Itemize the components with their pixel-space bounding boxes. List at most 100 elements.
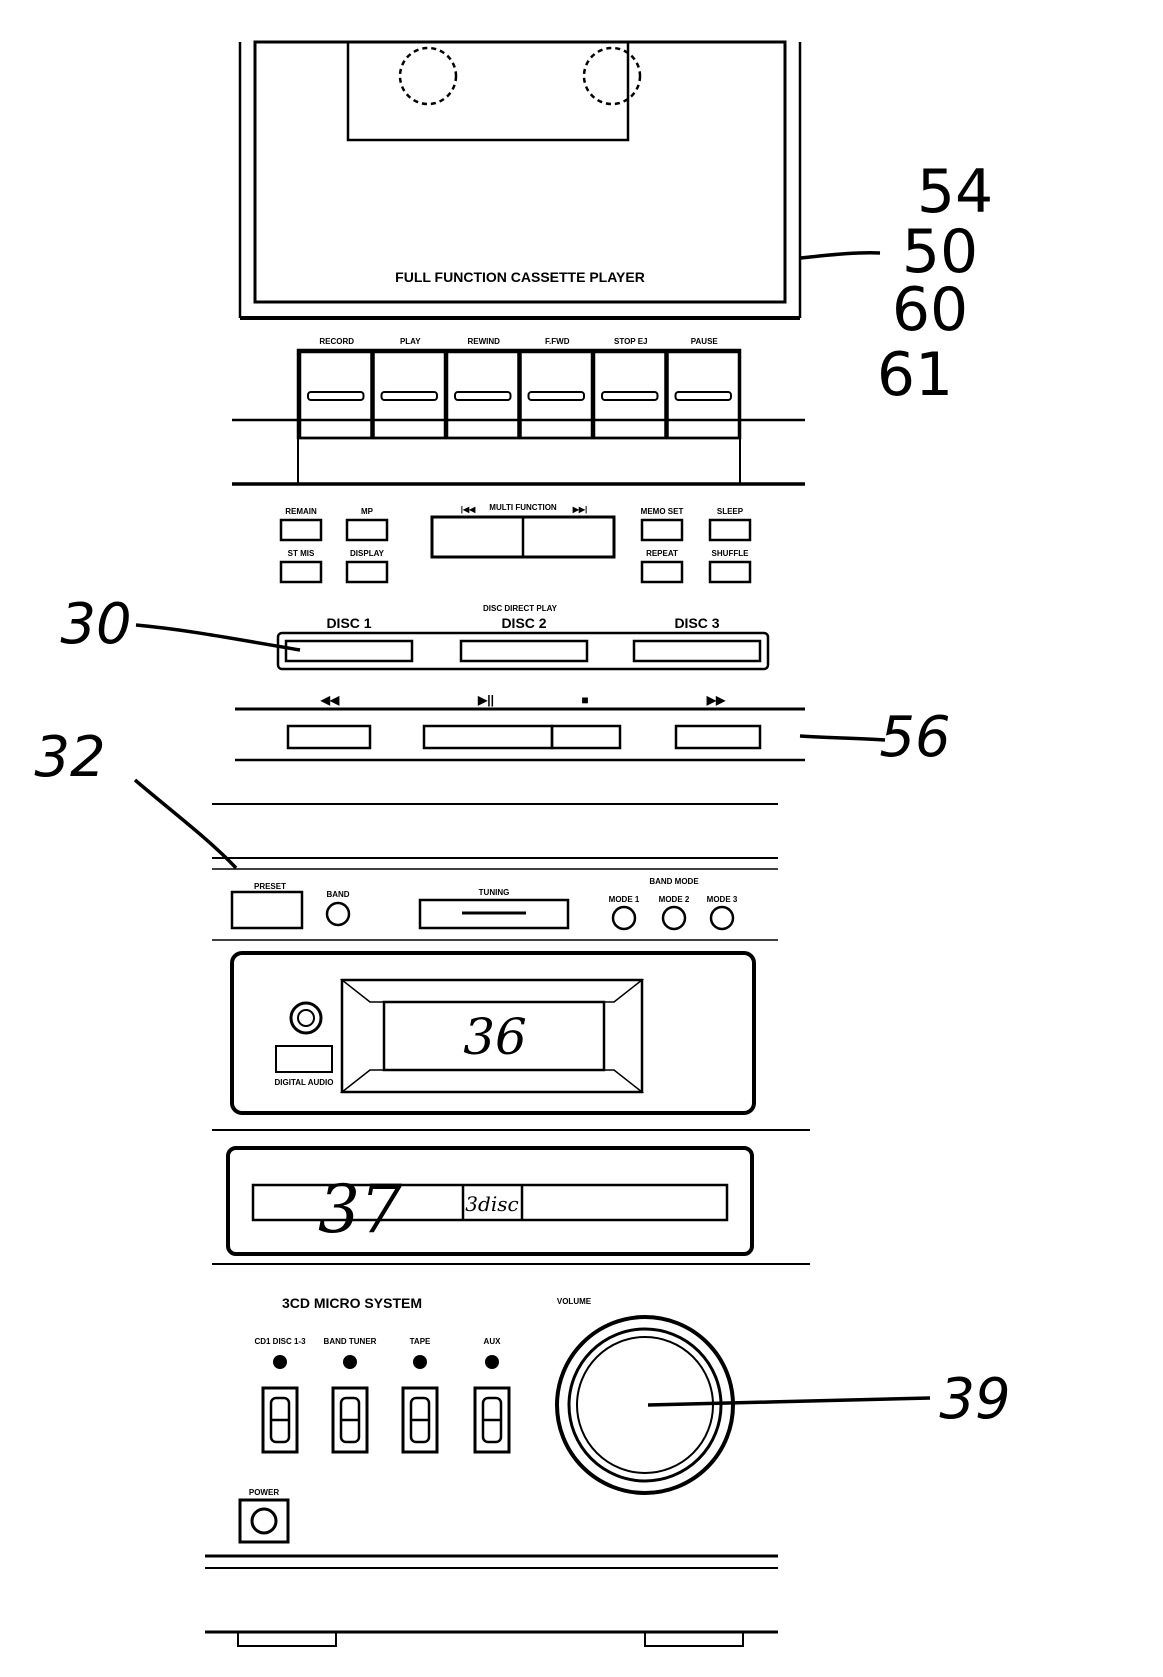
cassette-key-stop-ej[interactable]: [592, 350, 667, 440]
sleep-label: SLEEP: [717, 507, 744, 516]
remain-label: REMAIN: [285, 507, 317, 516]
rewind-icon: ◀◀: [320, 693, 340, 707]
cd-window-bevel-top: [339, 979, 645, 1003]
cd-logo-icon: [275, 1045, 333, 1073]
ref-54: 54: [917, 157, 993, 227]
cd-logo-text: DIGITAL AUDIO: [275, 1078, 334, 1087]
sleep-button[interactable]: [708, 518, 752, 542]
cassette-key-grip: [454, 391, 512, 401]
cassette-key-f-fwd[interactable]: [519, 350, 594, 440]
disc-1-label: DISC 1: [326, 615, 371, 631]
cassette-window: [346, 40, 630, 142]
cassette-deck: [238, 40, 802, 320]
ref-56: 56: [879, 705, 950, 770]
selector-switch-band-tuner[interactable]: [331, 1386, 369, 1454]
mode-1-label: MODE 1: [609, 895, 640, 904]
selector-switch-aux[interactable]: [473, 1386, 511, 1454]
keys-base: [297, 437, 741, 485]
cd-panel-frame: [230, 951, 756, 1115]
mode-3-knob[interactable]: [709, 905, 735, 931]
fast-forward-button[interactable]: [674, 724, 762, 750]
repeat-button[interactable]: [640, 560, 684, 584]
tuning-label: TUNING: [479, 888, 510, 897]
cassette-key-label: PAUSE: [691, 337, 719, 346]
tuner-strip: [212, 803, 778, 941]
st-mis-label: ST MIS: [288, 549, 315, 558]
ref-30: 30: [60, 592, 131, 657]
lead-line-32: [133, 778, 238, 870]
tray-badge: 3disc: [465, 1192, 518, 1216]
memo-set-button[interactable]: [640, 518, 684, 542]
mp-button[interactable]: [345, 518, 389, 542]
preset-button[interactable]: [230, 890, 304, 930]
cassette-key-pause[interactable]: [666, 350, 741, 440]
cassette-key-grip: [380, 391, 438, 401]
cassette-key-label: STOP EJ: [614, 337, 648, 346]
lead-line-56: [799, 734, 886, 742]
shuffle-button[interactable]: [708, 560, 752, 584]
st-mis-button[interactable]: [279, 560, 323, 584]
mode-2-knob[interactable]: [661, 905, 687, 931]
cd-window-inner: [382, 1000, 606, 1072]
main-unit: [205, 1315, 778, 1647]
cassette-key-rewind[interactable]: [445, 350, 520, 440]
power-button[interactable]: [238, 1498, 290, 1544]
disc-direct-header: DISC DIRECT PLAY: [483, 604, 558, 613]
disc-direct-play: [276, 631, 770, 671]
tray-number: 37: [318, 1171, 402, 1248]
tuning-slot[interactable]: [418, 898, 570, 930]
remain-button[interactable]: [279, 518, 323, 542]
rewind-button[interactable]: [286, 724, 372, 750]
cassette-key-label: REWIND: [468, 337, 501, 346]
display-label: DISPLAY: [350, 549, 385, 558]
multi-function-right-glyph: ▶▶|: [572, 505, 588, 514]
cassette-title: FULL FUNCTION CASSETTE PLAYER: [395, 269, 645, 285]
tray-slot[interactable]: [251, 1183, 729, 1222]
memo-set-label: MEMO SET: [641, 507, 684, 516]
power-button-dot: [250, 1507, 278, 1535]
stop-button[interactable]: [550, 724, 622, 750]
main-unit-title: 3CD MICRO SYSTEM: [282, 1295, 422, 1311]
stop-icon: ■: [581, 693, 588, 707]
mode-3-label: MODE 3: [707, 895, 738, 904]
fast-forward-icon: ▶▶: [706, 693, 726, 707]
disc-tray: [212, 1129, 810, 1265]
play-pause-button[interactable]: [422, 724, 554, 750]
disc-2-button[interactable]: [459, 639, 589, 663]
disc-1-button[interactable]: [284, 639, 414, 663]
display-button[interactable]: [345, 560, 389, 584]
left-foot: [237, 1631, 337, 1647]
cassette-door[interactable]: [253, 40, 787, 304]
control-panel: [430, 515, 616, 559]
lead-line-30: [135, 623, 301, 652]
preset-label: PRESET: [254, 882, 286, 891]
transport-button-group: ◀◀▶||■▶▶: [286, 693, 762, 750]
headphone-jack[interactable]: [289, 1001, 323, 1035]
power-label: POWER: [249, 1488, 279, 1497]
disc-3-button[interactable]: [632, 639, 762, 663]
cassette-key-record[interactable]: [298, 350, 373, 440]
ref-50: 50: [902, 217, 978, 287]
mode-2-label: MODE 2: [659, 895, 690, 904]
selector-label-band-tuner: BAND TUNER: [324, 1337, 377, 1346]
mode-1-knob[interactable]: [611, 905, 637, 931]
selector-switch-cd1-disc-1-3[interactable]: [261, 1386, 299, 1454]
disc-3-label: DISC 3: [674, 615, 719, 631]
selector-indicator: [485, 1355, 499, 1369]
selector-indicator: [273, 1355, 287, 1369]
cassette-key-label: RECORD: [319, 337, 354, 346]
shuffle-label: SHUFFLE: [712, 549, 750, 558]
selector-switch-tape[interactable]: [401, 1386, 439, 1454]
band-knob[interactable]: [325, 901, 351, 927]
cassette-key-label: F.FWD: [545, 337, 570, 346]
tray-frame: [226, 1146, 754, 1256]
volume-knob-outer[interactable]: [555, 1315, 735, 1495]
cassette-key-play[interactable]: [372, 350, 447, 440]
ref-61: 61: [877, 340, 953, 410]
selector-label-aux: AUX: [484, 1337, 502, 1346]
